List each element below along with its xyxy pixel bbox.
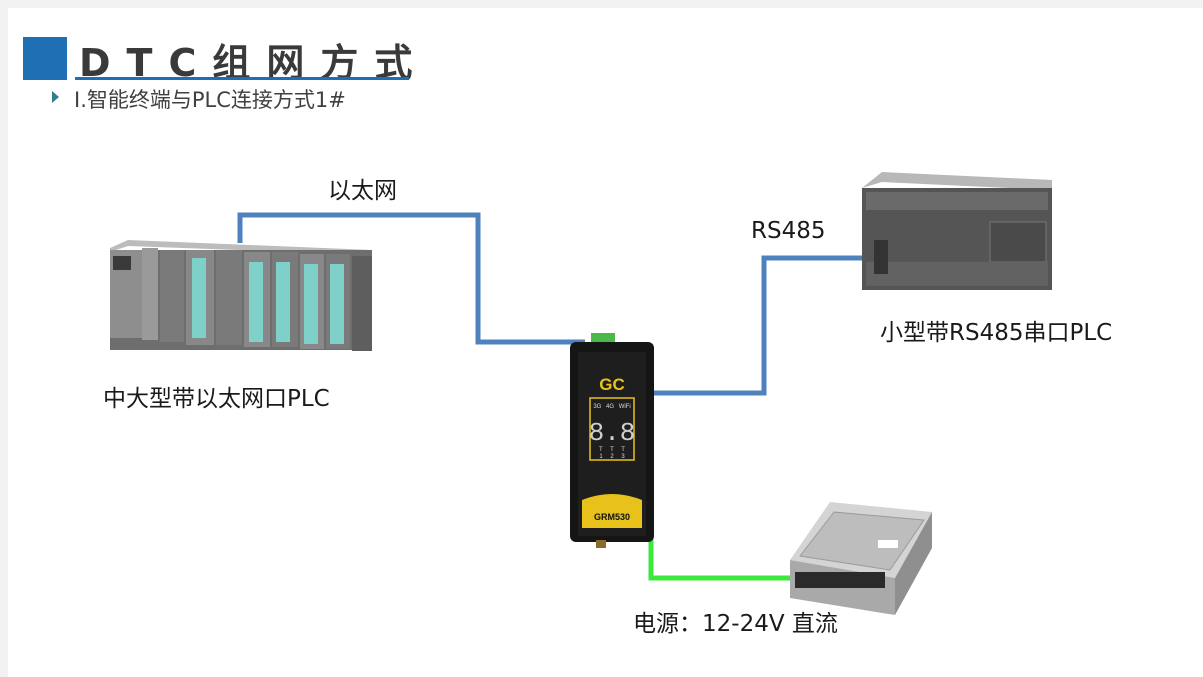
large-plc-label: 中大型带以太网口PLC xyxy=(103,386,330,412)
small-plc-label: 小型带RS485串口PLC xyxy=(880,320,1113,346)
port-n3: 3 xyxy=(621,454,625,460)
rs485-label: RS485 xyxy=(751,218,826,244)
ethernet-label: 以太网 xyxy=(328,178,397,204)
title-marker xyxy=(23,37,67,80)
rs485-cable xyxy=(652,255,875,396)
svg-text:3G 4G WiFi: 3G 4G WiFi xyxy=(593,404,630,410)
device-display: 8.8 xyxy=(589,418,636,448)
grm530-device-icon: GC 3G 4G WiFi 8.8 T T T 1 2 3 GRM530 xyxy=(570,333,654,548)
device-brand: GC xyxy=(599,375,625,394)
indicator-3g: 3G xyxy=(593,404,601,410)
port-n2: 2 xyxy=(610,454,614,460)
ethernet-cable xyxy=(237,212,585,345)
port-t1: T xyxy=(599,447,603,453)
subtitle: Ⅰ.智能终端与PLC连接方式1# xyxy=(74,88,346,112)
port-t2: T xyxy=(610,447,614,453)
bullet-arrow-icon xyxy=(52,91,59,103)
large-plc-icon xyxy=(110,240,372,351)
indicator-wifi: WiFi xyxy=(619,404,631,410)
svg-text:1 2 3: 1 2 3 xyxy=(599,454,625,460)
power-supply-icon xyxy=(790,502,932,615)
power-label: 电源：12-24V 直流 xyxy=(633,611,838,637)
power-cable xyxy=(648,527,800,581)
svg-text:T T T: T T T xyxy=(599,447,625,453)
port-t3: T xyxy=(621,447,625,453)
indicator-4g: 4G xyxy=(606,404,614,410)
small-plc-icon xyxy=(862,172,1052,290)
port-n1: 1 xyxy=(599,454,603,460)
title-underline xyxy=(75,77,409,80)
device-model: GRM530 xyxy=(594,512,630,522)
